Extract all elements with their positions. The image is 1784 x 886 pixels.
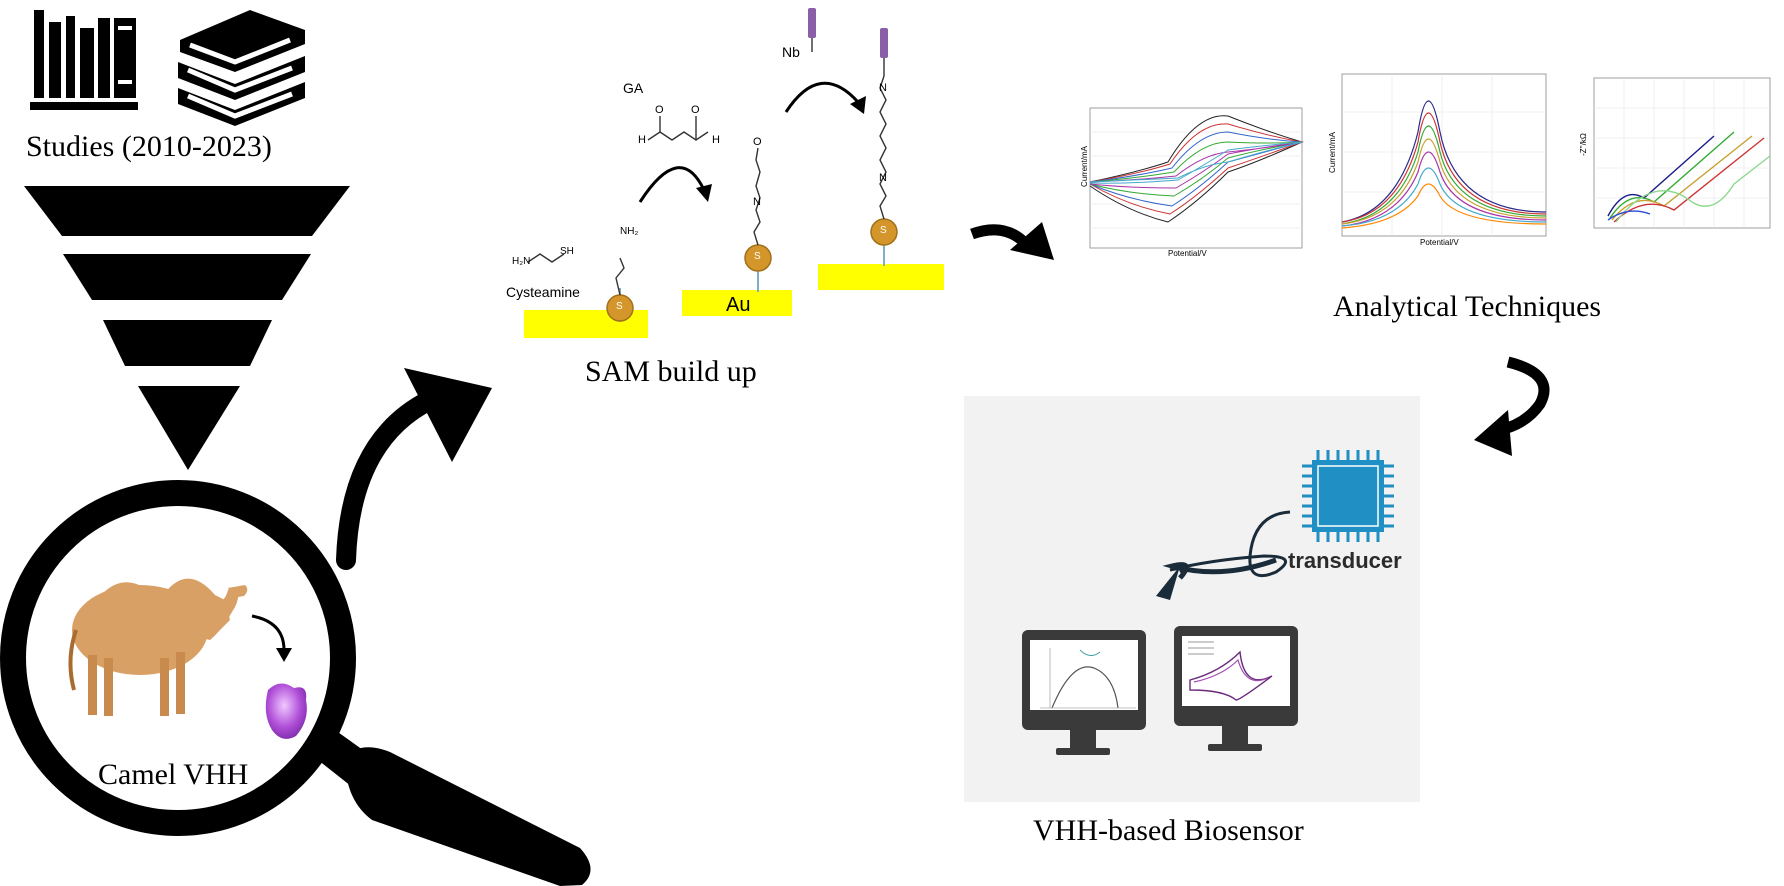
eis-yaxis-label: -Z''/kΩ	[1578, 133, 1588, 156]
studies-label: Studies (2010-2023)	[26, 130, 272, 163]
camel-to-vhh-arrow	[251, 614, 292, 662]
sam-step3	[808, 8, 944, 290]
n-label-1: N	[753, 196, 761, 208]
chip-icon	[1302, 450, 1394, 542]
magnifier-icon	[0, 480, 591, 886]
h2n-label: H₂N	[512, 256, 531, 267]
vhh-protein-icon	[265, 683, 307, 739]
n-label-3: N	[879, 172, 887, 184]
ga-label: GA	[623, 80, 644, 96]
o-right-label: O	[691, 104, 700, 116]
books-stack-icon	[178, 10, 305, 126]
cysteamine-label: Cysteamine	[506, 284, 580, 300]
biosensor-label: VHH-based Biosensor	[1033, 814, 1304, 847]
sam-build-up-label: SAM build up	[585, 355, 757, 388]
sam-step2	[647, 116, 792, 316]
analytics-to-biosensor-arrow	[1474, 356, 1550, 456]
dpv-xaxis-label: Potential/V	[1420, 238, 1459, 247]
eis-plot: -Z''/kΩ	[1564, 76, 1774, 246]
o-left-label: O	[655, 104, 664, 116]
monitor-right-icon	[1174, 626, 1298, 751]
cv-plot: Potential/V Current/mA	[1078, 102, 1308, 262]
transducer-label: transducer	[1288, 548, 1402, 573]
sh-label: SH	[560, 246, 574, 257]
nh2-label: NH₂	[620, 226, 639, 237]
au-label: Au	[726, 294, 751, 316]
cv-yaxis-label: Current/mA	[1079, 146, 1089, 187]
analytical-techniques-label: Analytical Techniques	[1333, 290, 1602, 323]
nb-label: Nb	[782, 44, 800, 60]
sam-reaction-arrows	[638, 81, 866, 203]
bookshelf-icon	[30, 10, 138, 110]
sam-to-analytics-arrow	[970, 222, 1054, 260]
o-top-label: O	[753, 136, 762, 148]
s-label-3: S	[880, 225, 887, 236]
n-label-2: N	[879, 82, 887, 94]
camel-vhh-label: Camel VHH	[98, 758, 249, 791]
biosensor-panel	[964, 396, 1420, 802]
funnel-icon	[24, 186, 350, 470]
magnifier-to-sam-arrow	[336, 368, 492, 570]
sam-step1	[524, 253, 648, 338]
monitor-left-icon	[1022, 630, 1146, 755]
cv-xaxis-label: Potential/V	[1168, 249, 1207, 258]
signal-swirl-arrow	[1156, 510, 1291, 600]
camel-icon	[68, 578, 248, 716]
s-label-1: S	[616, 301, 623, 312]
s-label-2: S	[754, 251, 761, 262]
dpv-yaxis-label: Current/mA	[1327, 132, 1337, 173]
dpv-plot: Potential/V Current/mA	[1328, 72, 1550, 252]
h-right-label: H	[712, 134, 720, 146]
h-left-label: H	[638, 134, 646, 146]
